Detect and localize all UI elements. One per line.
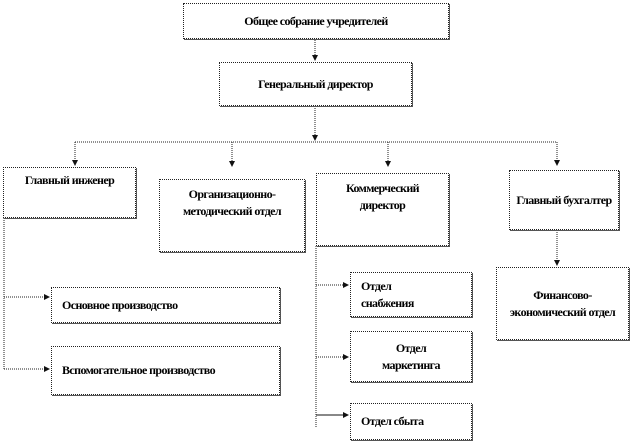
node-label: Финансово-экономический отдел: [509, 287, 616, 319]
node-finance-dept: Финансово-экономический отдел: [496, 267, 629, 340]
node-label: Главный инженер: [24, 173, 115, 187]
node-label: Генеральный директор: [258, 76, 373, 91]
node-label: Отдел снабжения: [361, 278, 414, 310]
node-general-director: Генеральный директор: [219, 62, 412, 106]
node-auxiliary-production: Вспомогательное производство: [51, 346, 280, 395]
node-supply-dept: Отдел снабжения: [350, 272, 472, 317]
node-sales-dept: Отдел сбыта: [350, 403, 472, 440]
node-org-method-dept: Организационно-методический отдел: [159, 179, 305, 252]
node-label: Отдел маркетинга: [382, 340, 440, 372]
node-label: Отдел сбыта: [361, 414, 424, 428]
node-label: Основное производство: [62, 297, 178, 312]
node-label: Вспомогательное производство: [62, 363, 216, 377]
node-chief-engineer: Главный инженер: [3, 167, 136, 218]
node-main-production: Основное производство: [51, 287, 280, 323]
node-commercial-director: Коммерческий директор: [316, 173, 449, 246]
node-label: Коммерческий директор: [345, 181, 420, 212]
node-label: Главный бухгалтер: [516, 192, 612, 207]
node-marketing-dept: Отдел маркетинга: [350, 331, 472, 382]
node-founders-meeting: Общее собрание учредителей: [183, 3, 449, 39]
node-label: Общее собрание учредителей: [244, 13, 388, 28]
node-chief-accountant: Главный бухгалтер: [509, 170, 619, 230]
node-label: Организационно-методический отдел: [182, 187, 282, 218]
